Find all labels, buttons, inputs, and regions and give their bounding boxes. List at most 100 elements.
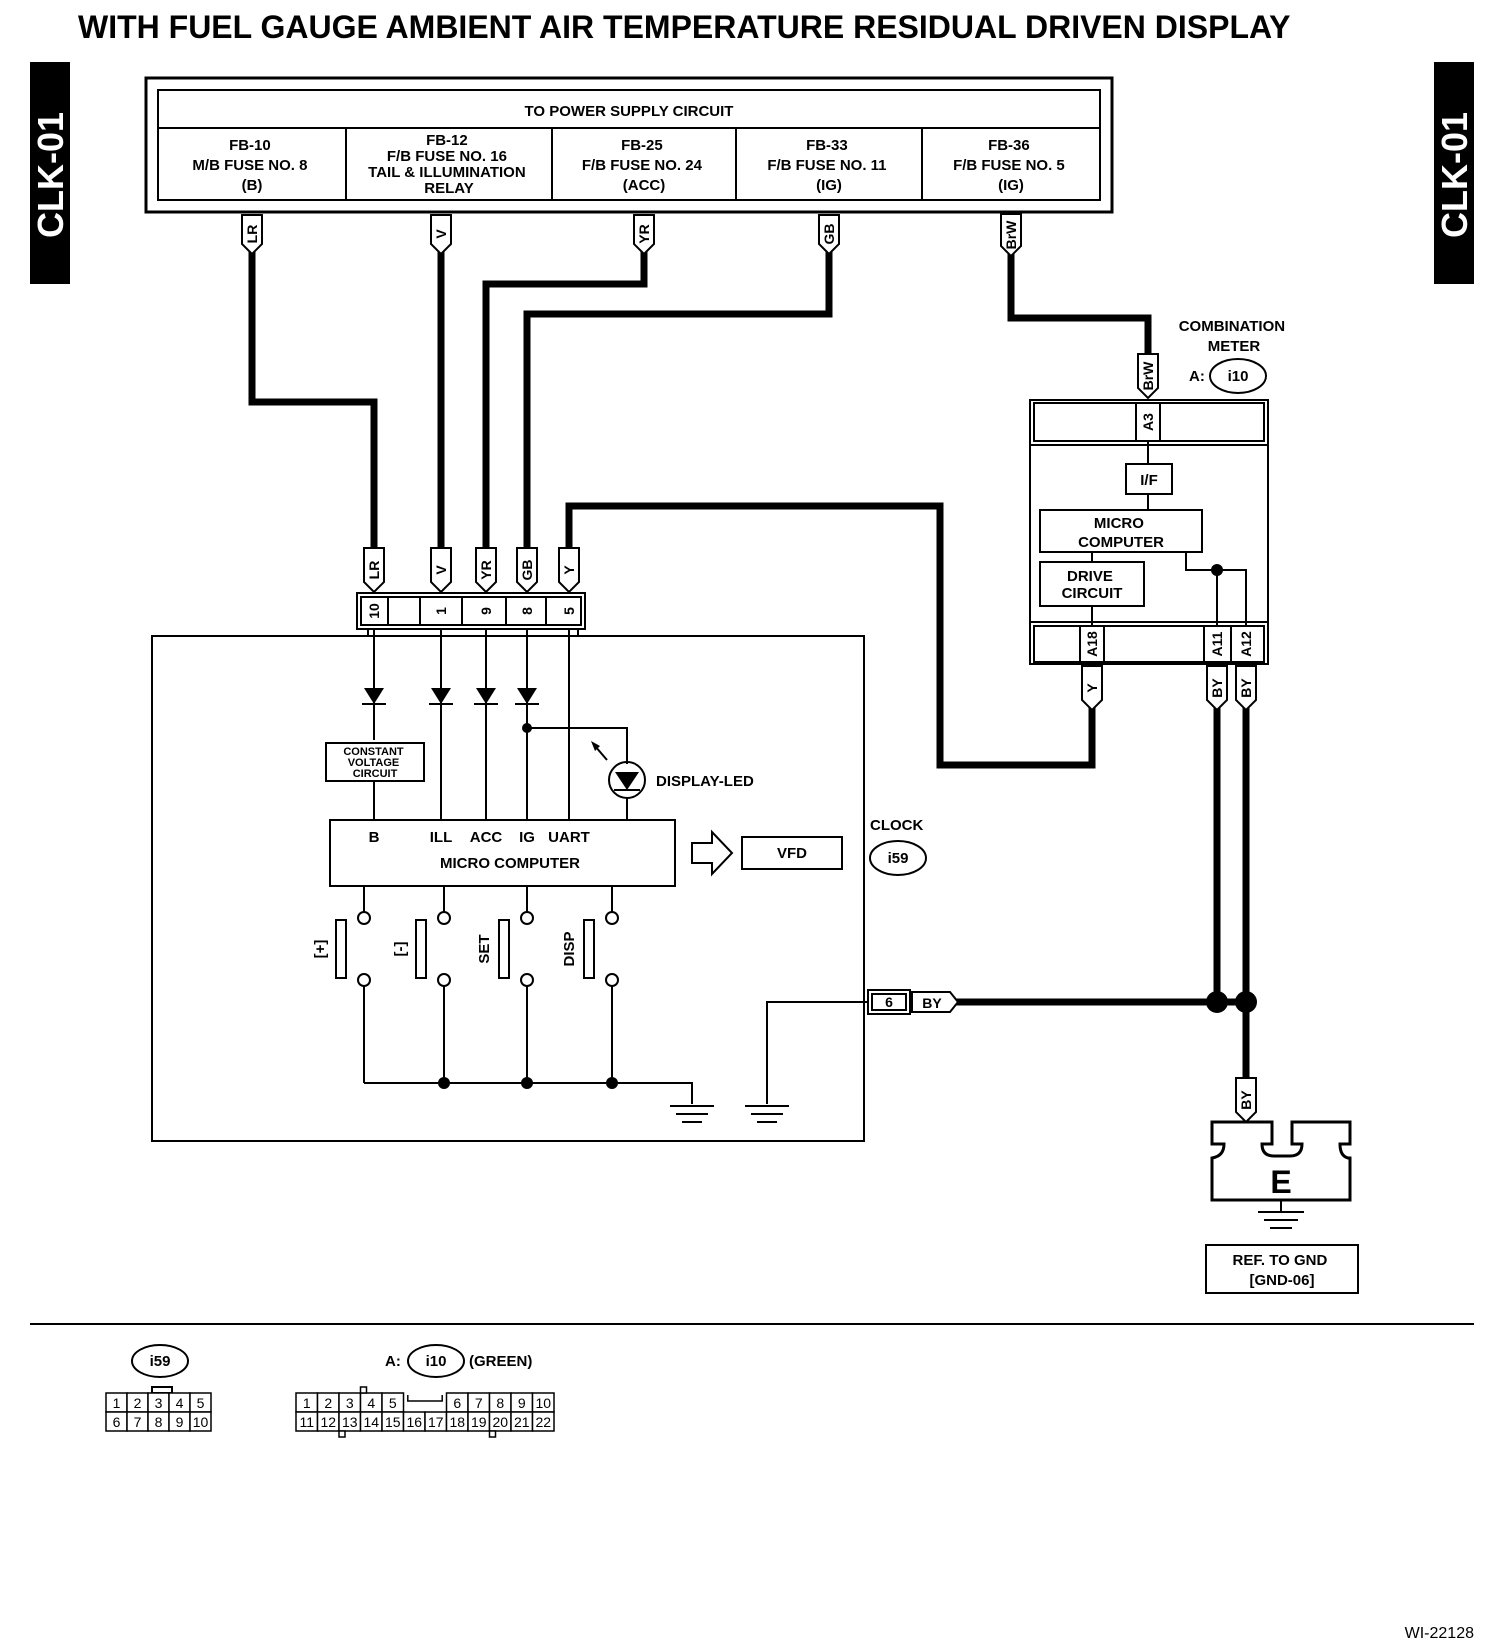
connector-pin-number: 17 [428,1414,444,1430]
svg-text:GB: GB [519,560,535,581]
fuse-fb10-label: FB-10 M/B FUSE NO. 8 (B) [192,137,311,194]
svg-text:CONSTANT VOLTAGE: CONSTANT VOLTAGE CIRCUIT [343,746,406,780]
connector-pin-number: 6 [113,1414,121,1430]
connector-pin-number: 1 [303,1395,311,1411]
side-tag-left-text: CLK-01 [30,112,71,238]
micro-input-uart: UART [548,829,590,846]
connector-pin-number: 9 [176,1414,184,1430]
micro-input-acc: ACC [470,829,503,846]
svg-text:BY: BY [1238,678,1254,698]
connector-pin-number: 2 [324,1395,332,1411]
pin-a3: A3 [1140,413,1156,431]
wire-tag-gb-clock: GB [516,547,538,594]
svg-text:BrW: BrW [1003,220,1019,250]
wire-tag-lr-clock: LR [363,547,385,594]
wire-tag-brw-top: BrW [1000,213,1022,258]
connector-pin-number: 13 [342,1414,358,1430]
svg-text:(GREEN): (GREEN) [469,1353,532,1370]
fuse-fb36-label: FB-36 F/B FUSE NO. 5 (IG) [953,137,1069,194]
svg-text:SET: SET [476,934,493,963]
svg-text:i59: i59 [150,1353,171,1370]
connector-pin-number: 16 [406,1414,422,1430]
clock-ground-connector: 6 BY [867,989,960,1015]
clock-label: CLOCK [870,817,923,834]
diode-acc [474,688,498,705]
connector-pin-number: 22 [535,1414,551,1430]
figure-code: WI-22128 [1405,1625,1474,1642]
connector-pin-number: 14 [363,1414,379,1430]
wire-tag-y-clock: Y [558,547,580,594]
wire-tag-by-a12: BY [1235,665,1257,712]
ground-reference-box: REF. TO GND [GND-06] [1205,1244,1359,1294]
connector-pin-number: 8 [155,1414,163,1430]
display-led-label: DISPLAY-LED [656,773,754,790]
constant-voltage-circuit: CONSTANT VOLTAGE CIRCUIT [325,742,425,782]
connector-pin-number: 19 [471,1414,487,1430]
connector-pin-number: 4 [367,1395,375,1411]
connector-pin-number: 9 [518,1395,526,1411]
connector-pin-number: 5 [389,1395,397,1411]
wire-tag-brw-meter: BrW [1137,353,1159,400]
drive-circuit: DRIVE CIRCUIT [1039,561,1145,607]
connector-pin-number: 18 [449,1414,465,1430]
clock-micro-label: MICRO COMPUTER [440,855,580,872]
svg-text:LR: LR [366,561,382,580]
svg-text:BY: BY [1209,678,1225,698]
wire-tag-lr-top: LR [241,214,263,256]
wire-tag-y-meter: Y [1081,665,1103,712]
wire-lr [248,250,378,550]
pin-8: 8 [519,607,535,615]
micro-input-ig: IG [519,829,535,846]
ground-icon-terminal [1258,1211,1304,1229]
svg-text:i59: i59 [888,850,909,867]
connector-pin-number: 7 [134,1414,142,1430]
wire-tag-by-a11: BY [1206,665,1228,712]
svg-text:I/F: I/F [1140,472,1158,489]
pin-a11: A11 [1209,631,1225,656]
diagram-title: WITH FUEL GAUGE AMBIENT AIR TEMPERATURE … [78,9,1291,45]
micro-input-ill: ILL [430,829,453,846]
ground-terminal-symbol: E [1270,1164,1291,1200]
connector-pin-number: 2 [134,1395,142,1411]
ground-terminal: BY E REF. TO GND [GND-06] [1205,1077,1359,1294]
svg-text:Y: Y [1084,683,1100,693]
wire-gb [523,250,833,550]
wire-y [565,502,1096,769]
svg-text:[-]: [-] [392,942,409,957]
junction-by-a12 [1235,991,1257,1013]
micro-input-b: B [369,829,380,846]
svg-text:BrW: BrW [1140,361,1156,391]
svg-text:6: 6 [885,994,893,1010]
switch-plus: [+] [312,886,371,1083]
connector-pin-number: 8 [496,1395,504,1411]
connector-pin-number: 20 [492,1414,508,1430]
side-tag-left: CLK-01 [30,62,71,284]
power-supply-header: TO POWER SUPPLY CIRCUIT [525,103,734,120]
wire-yr [482,250,648,550]
combination-meter-label: COMBINATION METER [1179,318,1290,355]
fuse-fb25-label: FB-25 F/B FUSE NO. 24 (ACC) [582,137,706,194]
wire-tag-v-clock: V [430,547,452,594]
wires [248,250,1250,1083]
svg-text:[+]: [+] [312,940,329,959]
wire-tag-v-top: V [430,214,452,256]
svg-text:i10: i10 [1228,368,1249,385]
diode-ill [429,688,453,705]
diode-b [362,688,386,705]
connector-pin-number: 1 [113,1395,121,1411]
svg-text:BY: BY [1238,1090,1254,1110]
clock-connector-badge: i59 [869,840,927,876]
connector-pin-number: 10 [193,1414,209,1430]
clock-unit: CONSTANT VOLTAGE CIRCUIT DISPLAY-LED B I… [151,629,927,1142]
diode-ig [515,688,539,705]
wire-tags-top: LR V YR GB BrW [241,213,1022,258]
junction-by-a11 [1206,991,1228,1013]
combination-meter: COMBINATION METER A: i10 BrW A3 I/F MICR… [1029,318,1290,712]
connector-pin-number: 15 [385,1414,401,1430]
combination-meter-connector-badge: i10 [1209,358,1267,394]
junction-ig [522,723,532,733]
wire-tag-yr-clock: YR [475,547,497,594]
connector-pin-number: 3 [155,1395,163,1411]
svg-text:VFD: VFD [777,845,807,862]
